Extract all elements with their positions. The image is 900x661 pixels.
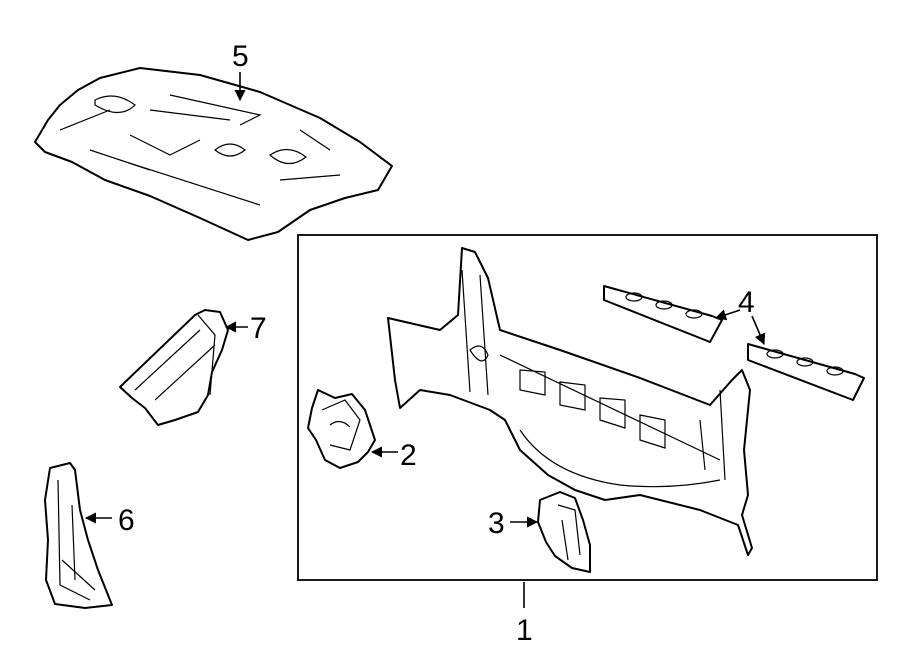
part-7-bracket (119, 309, 229, 426)
callout-1: 1 (516, 614, 533, 647)
part-5-package-tray (34, 67, 393, 241)
callout-3: 3 (488, 507, 505, 540)
part-2-corner-bracket (307, 389, 376, 469)
leader-4a (714, 309, 741, 321)
part-1-rear-panel (387, 247, 753, 556)
leader-4b (751, 315, 766, 346)
callout-2: 2 (400, 439, 417, 472)
callout-6: 6 (118, 504, 135, 537)
part-3-small-bracket (537, 491, 591, 573)
callout-7: 7 (250, 312, 267, 345)
assembly-box (297, 234, 878, 581)
part-4-rail-upper (603, 285, 723, 343)
part-4-rail-lower (747, 343, 865, 401)
callout-5: 5 (232, 40, 249, 73)
part-6-pillar (44, 462, 113, 609)
callout-4: 4 (738, 286, 755, 319)
